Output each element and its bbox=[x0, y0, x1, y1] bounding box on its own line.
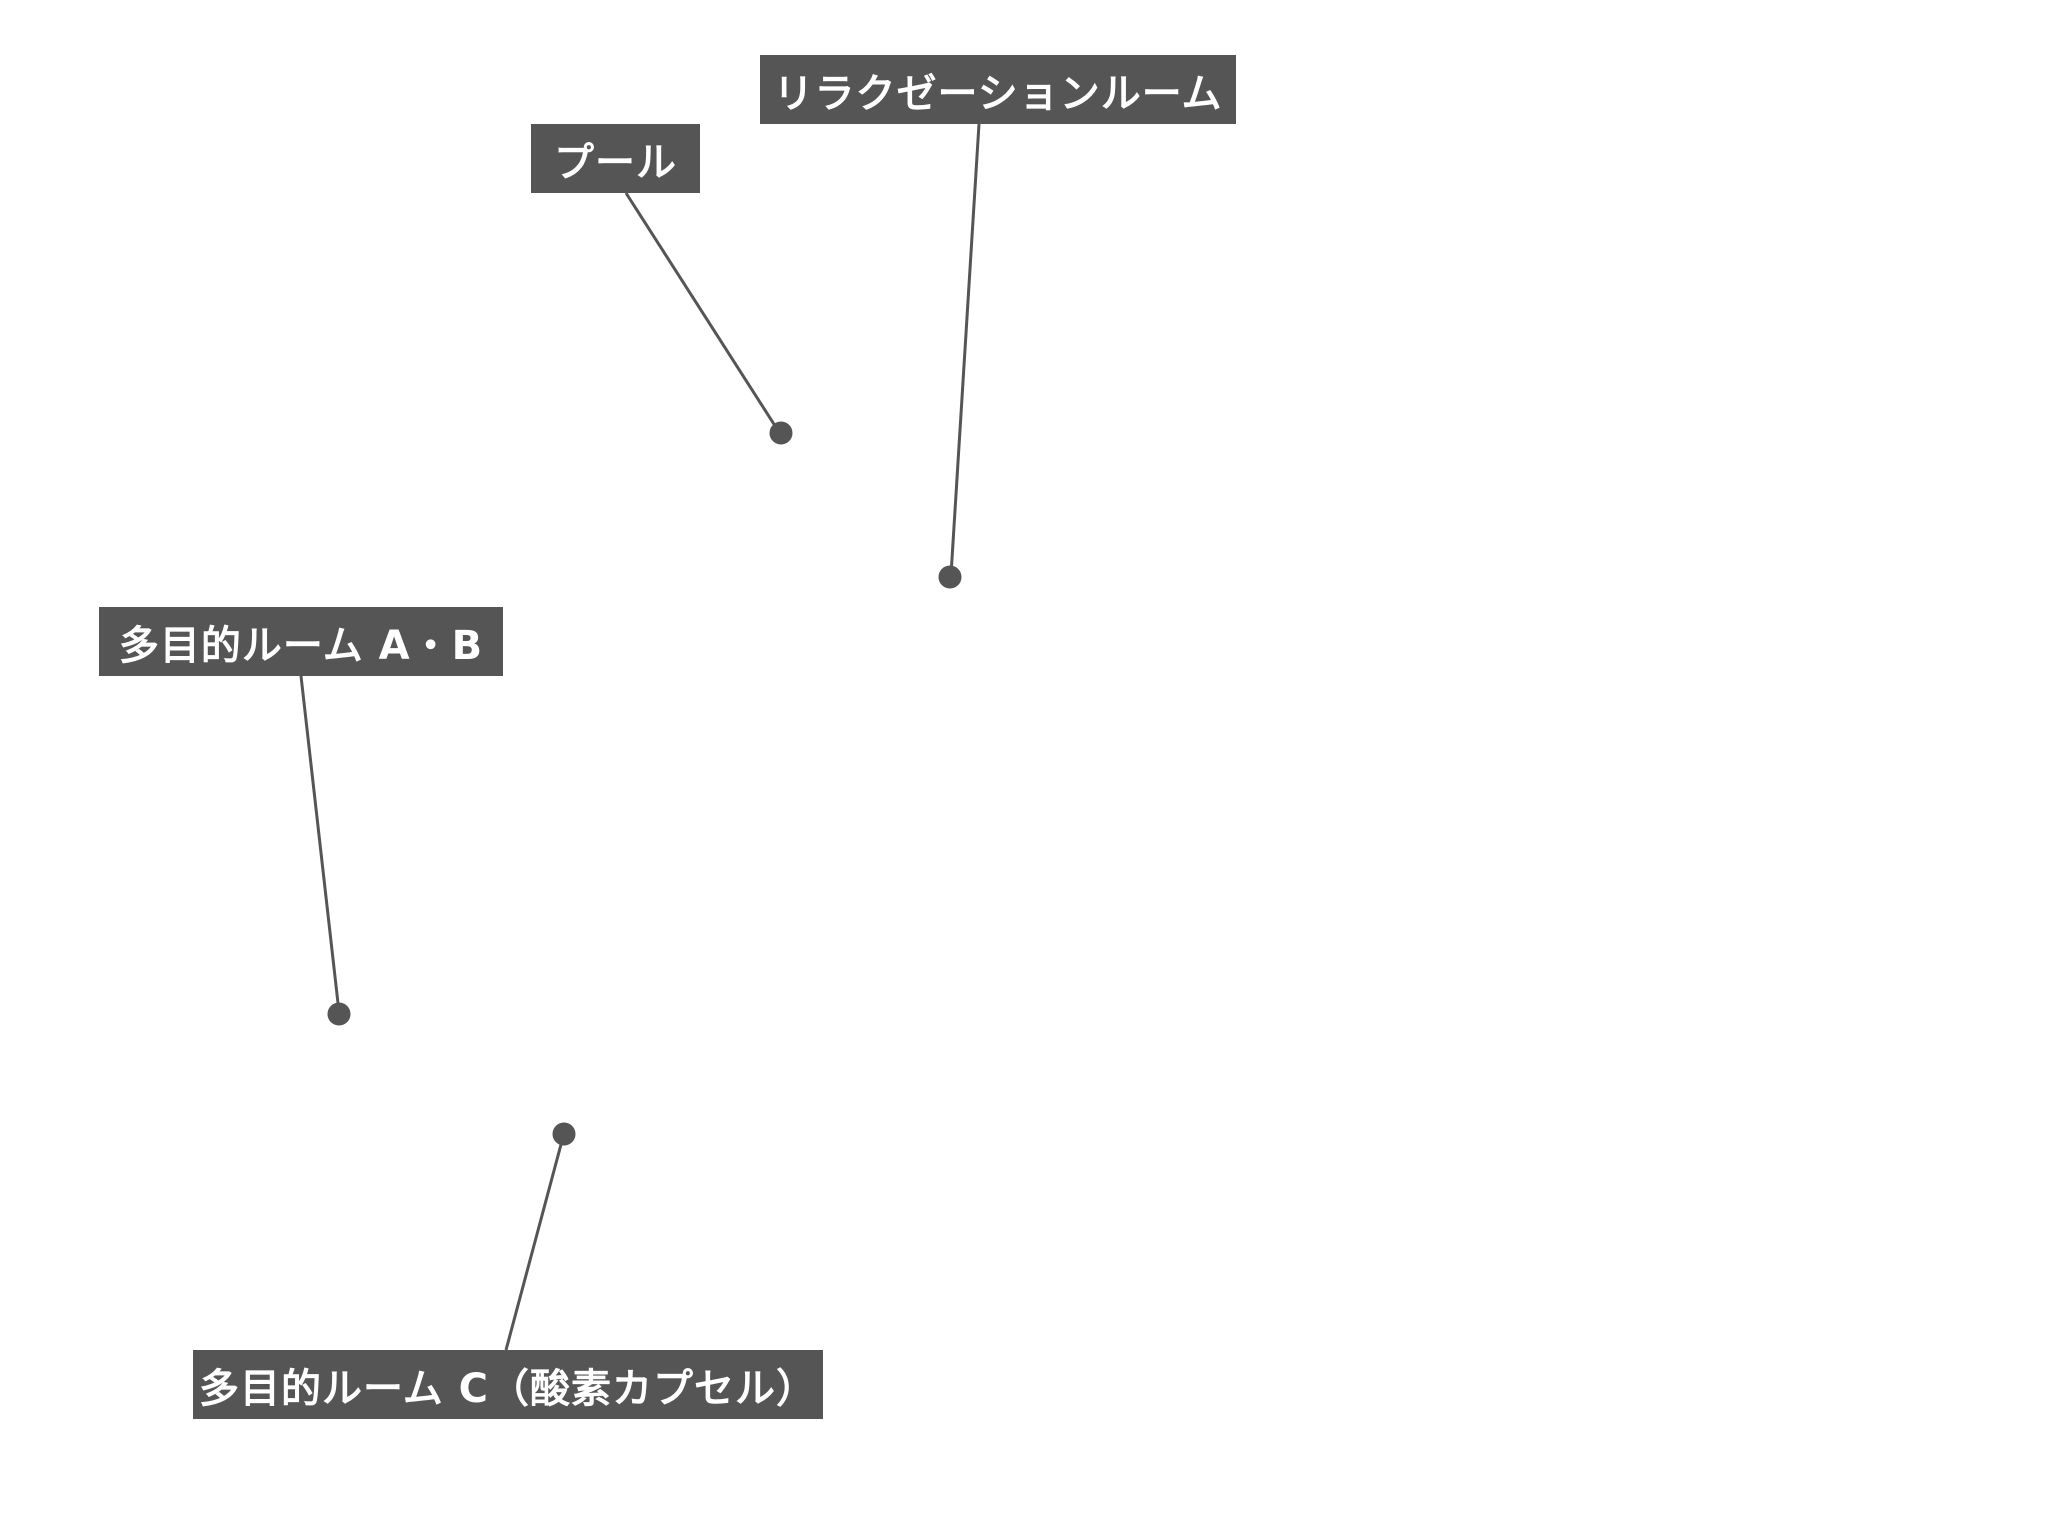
leader-line-pool bbox=[624, 192, 781, 433]
leader-line-multi-c bbox=[504, 1136, 565, 1351]
label-multipurpose-room-ab: 多目的ルーム A・B bbox=[99, 607, 503, 676]
label-multipurpose-room-c: 多目的ルーム C（酸素カプセル） bbox=[193, 1350, 823, 1419]
marker-multi-ab bbox=[327, 1002, 351, 1026]
leader-line-multi-ab bbox=[299, 675, 341, 1013]
marker-multi-c bbox=[552, 1122, 576, 1146]
label-relaxation-room: リラクゼーションルーム bbox=[760, 55, 1236, 124]
label-pool: プール bbox=[531, 124, 700, 193]
marker-relaxation bbox=[938, 565, 962, 589]
leader-line-relaxation bbox=[949, 123, 981, 576]
marker-pool bbox=[769, 421, 793, 445]
